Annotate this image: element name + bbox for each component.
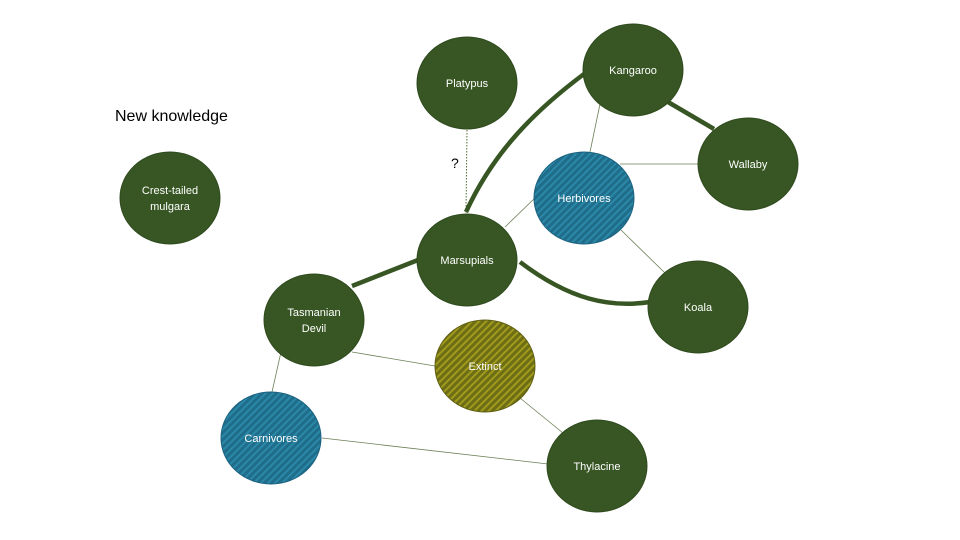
node-extinct-label: Extinct (468, 361, 501, 373)
node-tasmanian-devil-shape (263, 273, 365, 367)
node-herbivores[interactable]: Herbivores (533, 151, 635, 245)
node-wallaby[interactable]: Wallaby (697, 117, 799, 211)
edge-extinct-to-thylacine (519, 397, 564, 434)
edge-platypus-to-marsupials (465, 129, 468, 214)
node-extinct-shape (434, 319, 536, 413)
edge-question-mark: ? (451, 155, 459, 171)
edge-tasmanian-devil-to-extinct (351, 351, 436, 367)
node-koala-shape (647, 260, 749, 354)
node-herbivores-label: Herbivores (557, 193, 611, 205)
node-carnivores[interactable]: Carnivores (220, 391, 322, 485)
edges (271, 72, 716, 465)
node-extinct[interactable]: Extinct (434, 319, 536, 413)
node-marsupials-shape (416, 213, 518, 307)
node-herbivores-shape (533, 151, 635, 245)
heading-new-knowledge: New knowledge (115, 108, 228, 125)
node-platypus-label: Platypus (446, 78, 489, 90)
node-carnivores-shape (220, 391, 322, 485)
edge-kangaroo-to-herbivores (589, 103, 601, 153)
node-marsupials[interactable]: Marsupials (416, 213, 518, 307)
node-koala[interactable]: Koala (647, 260, 749, 354)
node-platypus[interactable]: Platypus (416, 36, 518, 130)
edge-kangaroo-to-wallaby (666, 100, 716, 131)
node-wallaby-shape (697, 117, 799, 211)
edge-marsupials-to-tasmanian-devil (351, 257, 419, 289)
node-marsupials-label: Marsupials (440, 255, 494, 267)
nodes: Platypus KangarooWallabyHerbivoresMarsupi… (119, 23, 799, 513)
node-kangaroo-shape (582, 23, 684, 117)
node-carnivores-label: Carnivores (244, 433, 298, 445)
edge-carnivores-to-thylacine (321, 437, 549, 465)
node-kangaroo-label: Kangaroo (609, 65, 657, 77)
node-wallaby-label: Wallaby (729, 159, 768, 171)
node-kangaroo[interactable]: Kangaroo (582, 23, 684, 117)
node-thylacine[interactable]: Thylacine (546, 419, 648, 513)
edge-marsupials-to-herbivores (504, 195, 538, 228)
edge-herbivores-to-koala (619, 228, 666, 274)
node-thylacine-shape (546, 419, 648, 513)
node-platypus-shape (416, 36, 518, 130)
edge-tasmanian-devil-to-carnivores (271, 351, 282, 393)
node-mulgara-shape (119, 151, 221, 245)
edge-marsupials-to-kangaroo (463, 72, 586, 213)
node-koala-label: Koala (684, 302, 713, 314)
node-thylacine-label: Thylacine (573, 461, 620, 473)
edge-marsupials-to-koala (518, 260, 651, 306)
